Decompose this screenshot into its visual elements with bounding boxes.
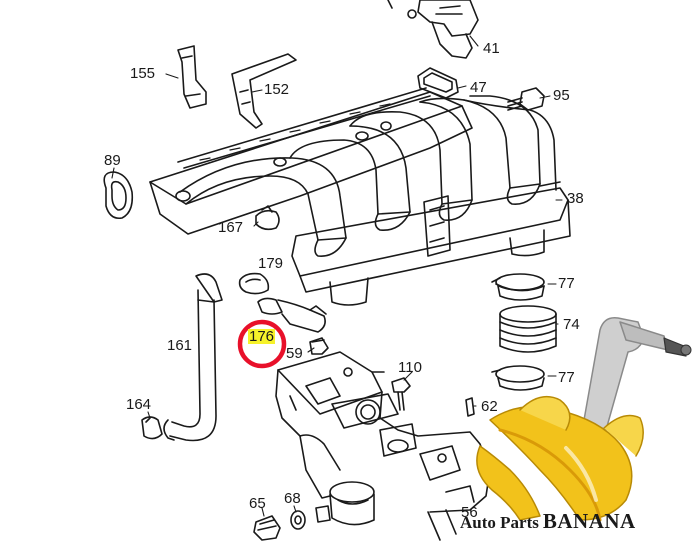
label-47: 47 (470, 79, 487, 96)
part-110-bolt (391, 377, 411, 411)
label-74: 74 (563, 316, 580, 333)
part-161-hose (163, 273, 223, 442)
brand-watermark-text: Auto Parts BANANA (460, 511, 636, 532)
part-59-plug (309, 337, 329, 355)
label-65: 65 (249, 495, 266, 512)
label-77-lower: 77 (558, 369, 575, 386)
leader-lines (111, 35, 563, 517)
part-65-plug (253, 515, 281, 541)
part-56-lower-housing (275, 351, 491, 541)
banana-control-arm-logo (476, 317, 692, 522)
highlight-circle-176 (237, 319, 287, 369)
brand-text-small: Auto Parts (460, 513, 539, 532)
label-59: 59 (286, 345, 303, 362)
part-68-washer (290, 510, 306, 530)
label-77-upper: 77 (558, 275, 575, 292)
label-164: 164 (126, 396, 152, 413)
brand-text-big: BANANA (542, 509, 636, 533)
part-74-sleeve (499, 305, 557, 353)
part-62-pin (465, 397, 475, 417)
part-77-lower-clamp (491, 365, 545, 391)
label-176-highlighted: 176 (248, 328, 276, 345)
label-89: 89 (104, 152, 121, 169)
label-68: 68 (284, 490, 301, 507)
label-41: 41 (483, 40, 500, 57)
part-164-clamp (141, 416, 163, 440)
part-47-gasket (417, 67, 459, 99)
label-56: 56 (461, 504, 478, 521)
label-95: 95 (553, 87, 570, 104)
label-110: 110 (398, 359, 422, 376)
label-179: 179 (258, 255, 284, 272)
part-176-elbow-hose (257, 297, 327, 333)
part-95-bolt (507, 87, 545, 111)
part-167-clamp (255, 205, 280, 231)
part-89-gasket (103, 171, 134, 220)
label-155: 155 (130, 65, 156, 82)
part-38-intake-manifold (149, 87, 571, 306)
part-179-clamp (238, 272, 270, 295)
label-38: 38 (567, 190, 584, 207)
label-62: 62 (481, 398, 498, 415)
label-152: 152 (264, 81, 290, 98)
part-41-housing (387, 0, 479, 59)
label-161: 161 (167, 337, 193, 354)
label-167: 167 (218, 219, 244, 236)
part-155-bracket (177, 45, 207, 109)
part-77-upper-clamp (491, 273, 545, 301)
part-152-bracket (231, 53, 297, 129)
